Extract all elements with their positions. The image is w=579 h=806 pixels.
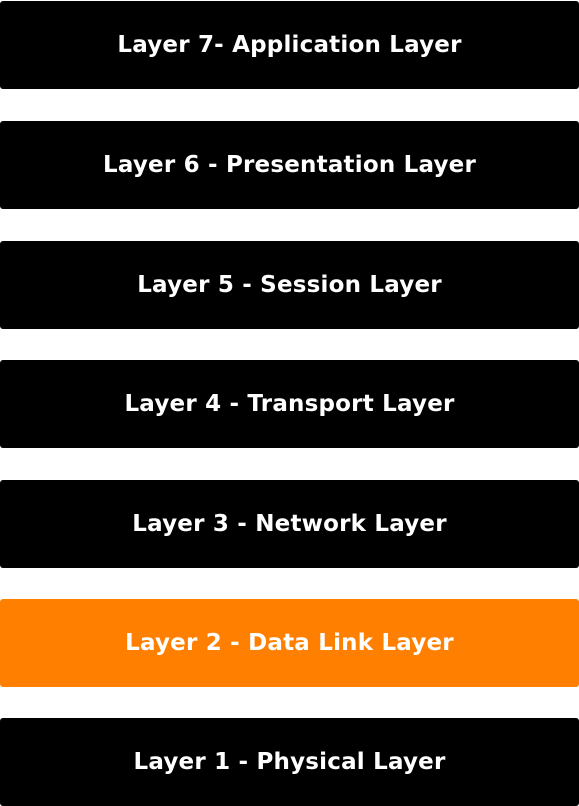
layer-1-label: Layer 1 - Physical Layer <box>133 749 446 775</box>
layer-6-label: Layer 6 - Presentation Layer <box>102 152 477 178</box>
layer-2-label: Layer 2 - Data Link Layer <box>125 630 454 656</box>
layer-4-label: Layer 4 - Transport Layer <box>124 391 455 417</box>
layer-1-box: Layer 1 - Physical Layer <box>0 718 579 806</box>
layer-3-label: Layer 3 - Network Layer <box>132 511 447 537</box>
layer-2-box: Layer 2 - Data Link Layer <box>0 599 579 687</box>
layer-5-box: Layer 5 - Session Layer <box>0 241 579 329</box>
layer-3-box: Layer 3 - Network Layer <box>0 480 579 568</box>
layer-5-label: Layer 5 - Session Layer <box>137 272 442 298</box>
layer-4-box: Layer 4 - Transport Layer <box>0 360 579 448</box>
layer-7-box: Layer 7- Application Layer <box>0 1 579 89</box>
layer-7-label: Layer 7- Application Layer <box>117 32 462 58</box>
layer-6-box: Layer 6 - Presentation Layer <box>0 121 579 209</box>
